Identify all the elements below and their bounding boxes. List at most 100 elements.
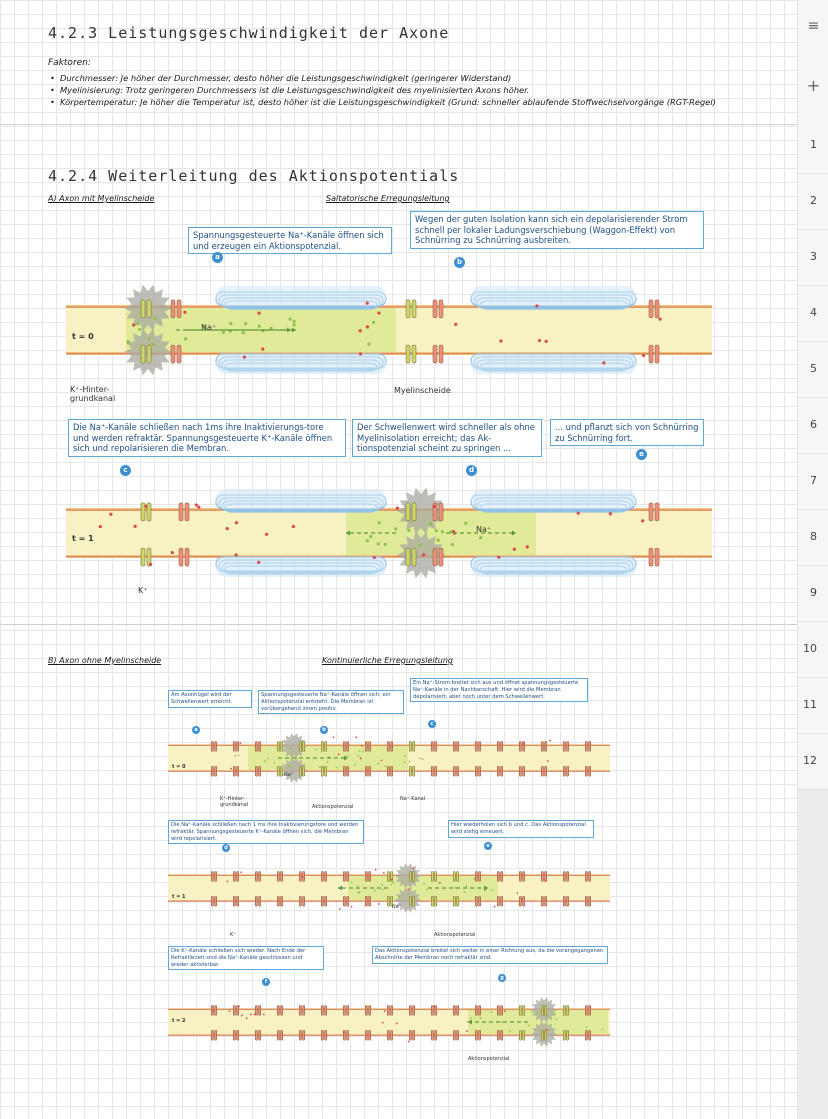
k-channel bbox=[501, 1030, 503, 1040]
k-channel bbox=[321, 896, 323, 906]
k-channel bbox=[259, 871, 261, 881]
k-channel bbox=[255, 766, 257, 776]
page-thumbnail-2[interactable]: 2 bbox=[798, 174, 828, 230]
na-channel bbox=[563, 1030, 565, 1040]
page-thumbnail-10[interactable]: 10 bbox=[798, 622, 828, 678]
badge-d: d bbox=[466, 465, 477, 476]
label-action-potential: Aktionspotenzial bbox=[468, 1056, 509, 1062]
k-channel bbox=[299, 896, 301, 906]
label-na-ion: Na⁺ bbox=[476, 525, 491, 534]
k-channel bbox=[177, 345, 181, 363]
na-ion bbox=[441, 530, 444, 533]
k-channel bbox=[259, 896, 261, 906]
k-ion bbox=[230, 768, 232, 770]
k-ion bbox=[391, 879, 393, 881]
k-channel bbox=[649, 548, 653, 566]
k-channel bbox=[519, 871, 521, 881]
na-channel bbox=[545, 1030, 547, 1040]
na-ion bbox=[407, 529, 410, 532]
k-channel bbox=[497, 1030, 499, 1040]
na-ion bbox=[501, 1022, 503, 1024]
myelin-sheath bbox=[216, 354, 386, 374]
k-channel bbox=[453, 1030, 455, 1040]
badge-b: b bbox=[320, 726, 328, 734]
k-ion bbox=[333, 736, 335, 738]
page-thumbnail-4[interactable]: 4 bbox=[798, 286, 828, 342]
k-ion bbox=[422, 553, 425, 556]
k-ion bbox=[261, 348, 264, 351]
na-channel bbox=[147, 503, 151, 521]
k-channel bbox=[649, 345, 653, 363]
time-label-t0: t = 0 bbox=[172, 764, 186, 770]
page-thumbnail-1[interactable]: 1 bbox=[798, 118, 828, 174]
k-channel bbox=[475, 896, 477, 906]
page-thumbnail-9[interactable]: 9 bbox=[798, 566, 828, 622]
k-channel bbox=[497, 766, 499, 776]
k-channel bbox=[457, 1005, 459, 1015]
na-ion bbox=[290, 748, 292, 750]
myelin-sheath bbox=[216, 557, 386, 577]
na-ion bbox=[152, 343, 155, 346]
na-ion bbox=[222, 331, 225, 334]
na-ion bbox=[258, 325, 261, 328]
na-ion bbox=[358, 891, 360, 893]
na-channel bbox=[409, 766, 411, 776]
label-continuous-conduction: Kontinuierliche Erregungsleitung bbox=[322, 656, 453, 665]
label-k-ion: K⁺ bbox=[230, 932, 236, 938]
badge-c: c bbox=[120, 465, 131, 476]
k-channel bbox=[179, 503, 183, 521]
k-channel bbox=[519, 741, 521, 751]
page-thumbnail-7[interactable]: 7 bbox=[798, 454, 828, 510]
page-thumbnail-6[interactable]: 6 bbox=[798, 398, 828, 454]
k-channel bbox=[347, 896, 349, 906]
na-ion bbox=[127, 341, 130, 344]
na-ion bbox=[418, 544, 421, 547]
na-ion bbox=[363, 750, 365, 752]
na-ion bbox=[473, 878, 475, 880]
label-na-ion: Na⁺ bbox=[392, 904, 401, 910]
k-channel bbox=[303, 1030, 305, 1040]
k-channel bbox=[545, 871, 547, 881]
na-ion bbox=[137, 322, 140, 325]
k-channel bbox=[343, 741, 345, 751]
na-ion bbox=[347, 755, 349, 757]
na-channel bbox=[567, 1005, 569, 1015]
k-channel bbox=[347, 741, 349, 751]
k-channel bbox=[541, 871, 543, 881]
callout-c: Ein Na⁺-Strom breitet sich aus und öffne… bbox=[410, 678, 588, 702]
page-thumbnail-5[interactable]: 5 bbox=[798, 342, 828, 398]
k-ion bbox=[373, 556, 376, 559]
page-thumbnail-12[interactable]: 12 bbox=[798, 734, 828, 790]
na-ion bbox=[267, 758, 269, 760]
k-ion bbox=[258, 311, 261, 314]
k-ion bbox=[339, 908, 341, 910]
k-ion bbox=[609, 512, 612, 515]
k-channel bbox=[655, 548, 659, 566]
page-thumbnail-11[interactable]: 11 bbox=[798, 678, 828, 734]
k-channel bbox=[343, 896, 345, 906]
k-ion bbox=[265, 533, 268, 536]
k-ion bbox=[212, 1010, 214, 1012]
k-ion bbox=[407, 888, 409, 890]
k-channel bbox=[589, 896, 591, 906]
k-channel bbox=[523, 896, 525, 906]
k-channel bbox=[237, 896, 239, 906]
k-channel bbox=[277, 1030, 279, 1040]
page-thumbnail-3[interactable]: 3 bbox=[798, 230, 828, 286]
factor-item: Myelinisierung: Trotz geringeren Durchme… bbox=[50, 84, 790, 96]
label-na-channel: Na⁺-Kanal bbox=[400, 796, 425, 802]
callout-g: Das Aktionspotenzial breitet sich weiter… bbox=[372, 946, 608, 964]
section-title-4-2-3: 4.2.3 Leistungsgeschwindigkeit der Axone bbox=[48, 24, 449, 42]
k-ion bbox=[384, 1010, 386, 1012]
add-page-icon[interactable]: + bbox=[798, 76, 828, 95]
k-channel bbox=[233, 766, 235, 776]
na-channel bbox=[406, 503, 410, 521]
na-channel bbox=[406, 345, 410, 363]
badge-f: f bbox=[262, 978, 270, 986]
k-ion bbox=[235, 521, 238, 524]
page-thumbnail-8[interactable]: 8 bbox=[798, 510, 828, 566]
menu-icon[interactable]: ≡ bbox=[798, 18, 828, 34]
k-channel bbox=[585, 871, 587, 881]
na-channel bbox=[413, 741, 415, 751]
na-ion bbox=[381, 884, 383, 886]
